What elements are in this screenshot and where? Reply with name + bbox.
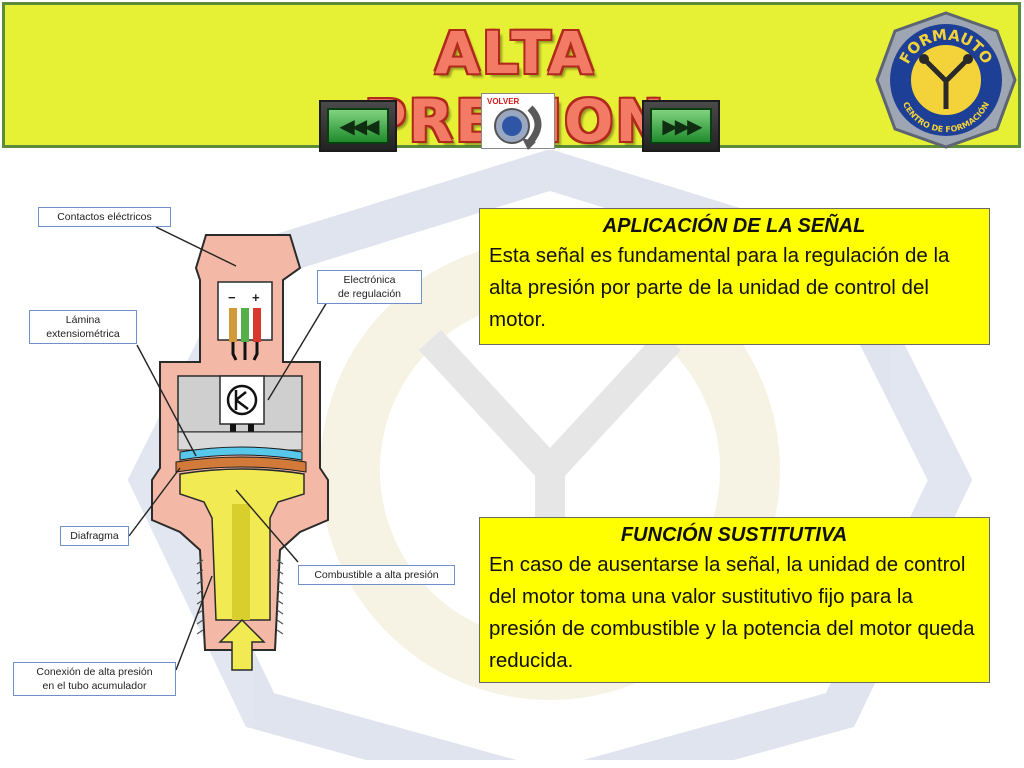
label-combustible: Combustible a alta presión [298,565,455,585]
terminal-minus: − [228,290,236,305]
aplicacion-box: APLICACIÓN DE LA SEÑAL Esta señal es fun… [479,208,990,345]
label-conexion: Conexión de alta presión en el tubo acum… [13,662,176,696]
label-electronica-line2: de regulación [337,288,402,300]
label-contactos-text: Contactos eléctricos [57,211,152,223]
label-combustible-text: Combustible a alta presión [314,569,439,581]
triple-left-arrow-icon: ◀◀◀ [327,108,389,144]
back-button[interactable]: ◀◀◀ [319,100,397,152]
triple-right-arrow-icon: ▶▶▶ [650,108,712,144]
funcion-text: En caso de ausentarse la señal, la unida… [489,553,975,672]
label-diafragma: Diafragma [60,526,129,546]
label-lamina: Lámina extensiométrica [29,310,137,344]
terminal-plus: + [252,290,260,305]
forward-button[interactable]: ▶▶▶ [642,100,720,152]
label-conexion-line1: Conexión de alta presión [36,666,153,678]
header-bar: ALTA PRESION ◀◀◀ VOLVER ▶▶▶ FORMAUTO CEN… [2,2,1021,155]
aplicacion-title: APLICACIÓN DE LA SEÑAL [602,215,866,237]
label-conexion-line2: en el tubo acumulador [42,680,147,692]
label-lamina-line1: Lámina [65,314,101,326]
label-electronica: Electrónica de regulación [317,270,422,304]
funcion-title: FUNCIÓN SUSTITUTIVA [620,524,848,546]
label-contactos: Contactos eléctricos [38,207,171,227]
funcion-box: FUNCIÓN SUSTITUTIVA En caso de ausentars… [479,517,990,683]
label-lamina-line2: extensiométrica [46,328,120,340]
aplicacion-text: Esta señal es fundamental para la regula… [489,244,950,331]
return-arrow-icon [494,105,542,150]
volver-label: VOLVER [487,97,520,106]
pressure-sensor-diagram: − + [128,226,329,671]
fuel-inlet-arrow [218,618,266,671]
volver-button[interactable]: VOLVER [481,93,555,150]
label-electronica-line1: Electrónica [343,274,396,286]
formauto-logo: FORMAUTO CENTRO DE FORMACIÓN [875,11,1017,149]
label-diafragma-text: Diafragma [70,530,119,542]
